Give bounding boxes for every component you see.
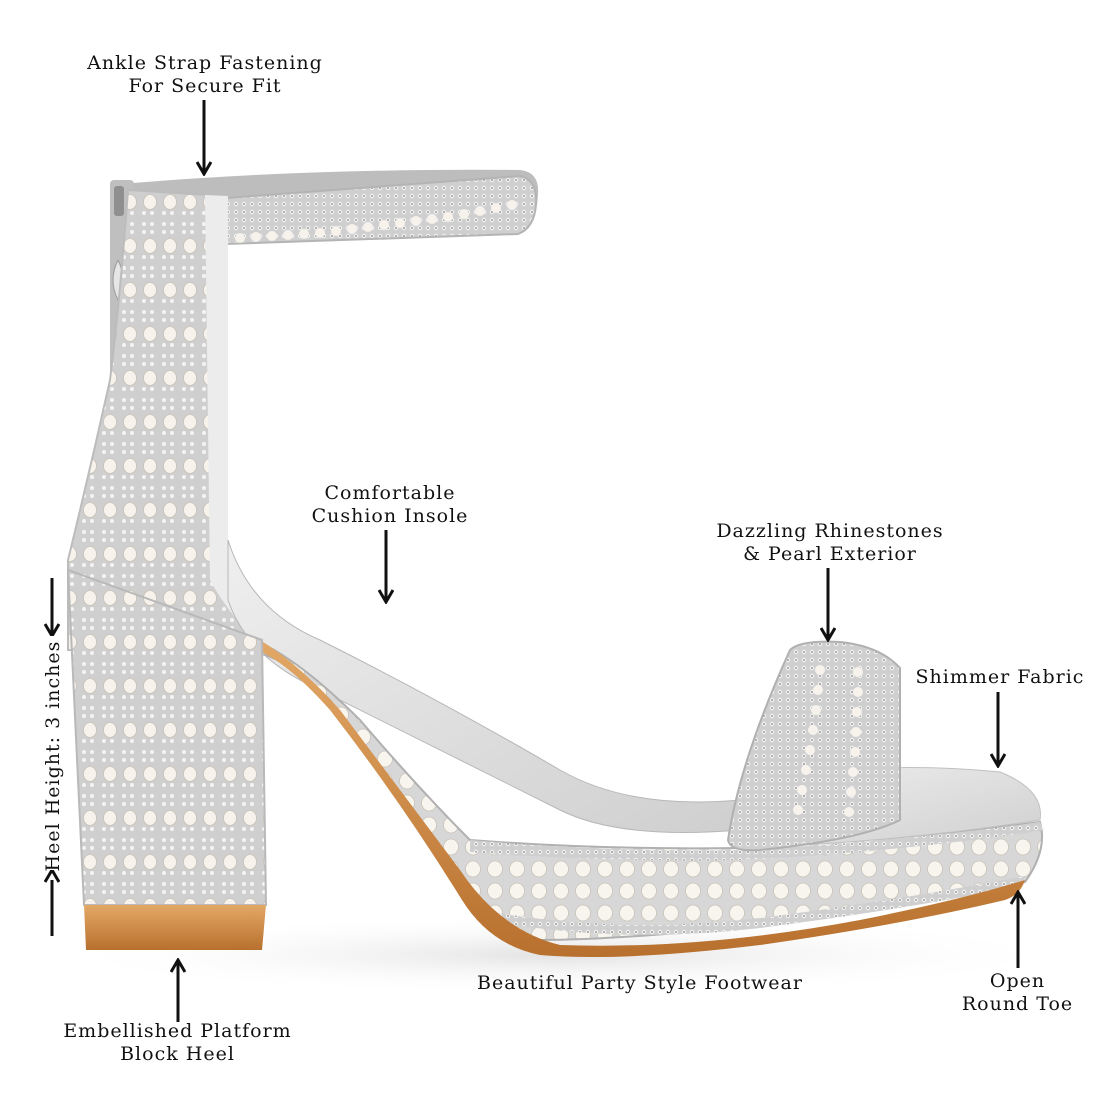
toe-strap-pearls [793,665,863,817]
annotation-toe-line1: Open [989,970,1046,992]
annotation-style-line1: Beautiful Party Style Footwear [477,972,803,994]
annotation-ankle-strap-line2: For Secure Fit [128,75,282,97]
annotation-ankle-strap-line1: Ankle Strap Fastening [87,52,323,74]
arrow-down-icon [44,870,60,936]
arrow-down-icon [820,568,836,642]
annotation-fabric-line1: Shimmer Fabric [915,666,1085,688]
annotation-heel-height-text: Heel Height: 3 inches [42,640,64,872]
annotation-heel-height: Heel Height: 3 inches [42,636,66,876]
annotation-exterior-line1: Dazzling Rhinestones [716,520,944,542]
arrow-up-icon [170,958,186,1022]
arrow-up-icon [44,578,60,636]
annotation-fabric: Shimmer Fabric [905,666,1095,689]
annotation-toe-line2: Round Toe [961,993,1074,1015]
annotation-toe: Open Round Toe [945,970,1090,1016]
annotation-ankle-strap: Ankle Strap Fastening For Secure Fit [70,52,340,98]
annotation-insole-line1: Comfortable [324,482,456,504]
annotation-heel-line2: Block Heel [120,1043,235,1065]
annotation-insole: Comfortable Cushion Insole [290,482,490,528]
arrow-down-icon [990,692,1006,768]
annotation-insole-line2: Cushion Insole [311,505,469,527]
strap-pearls [235,200,517,243]
annotation-exterior: Dazzling Rhinestones & Pearl Exterior [700,520,960,566]
annotation-exterior-line2: & Pearl Exterior [743,543,917,565]
annotation-style: Beautiful Party Style Footwear [465,972,815,995]
annotation-heel: Embellished Platform Block Heel [50,1020,305,1066]
arrow-up-icon [1010,890,1026,968]
arrow-down-icon [378,530,394,604]
arrow-down-icon [196,100,212,176]
annotation-heel-line1: Embellished Platform [63,1020,292,1042]
